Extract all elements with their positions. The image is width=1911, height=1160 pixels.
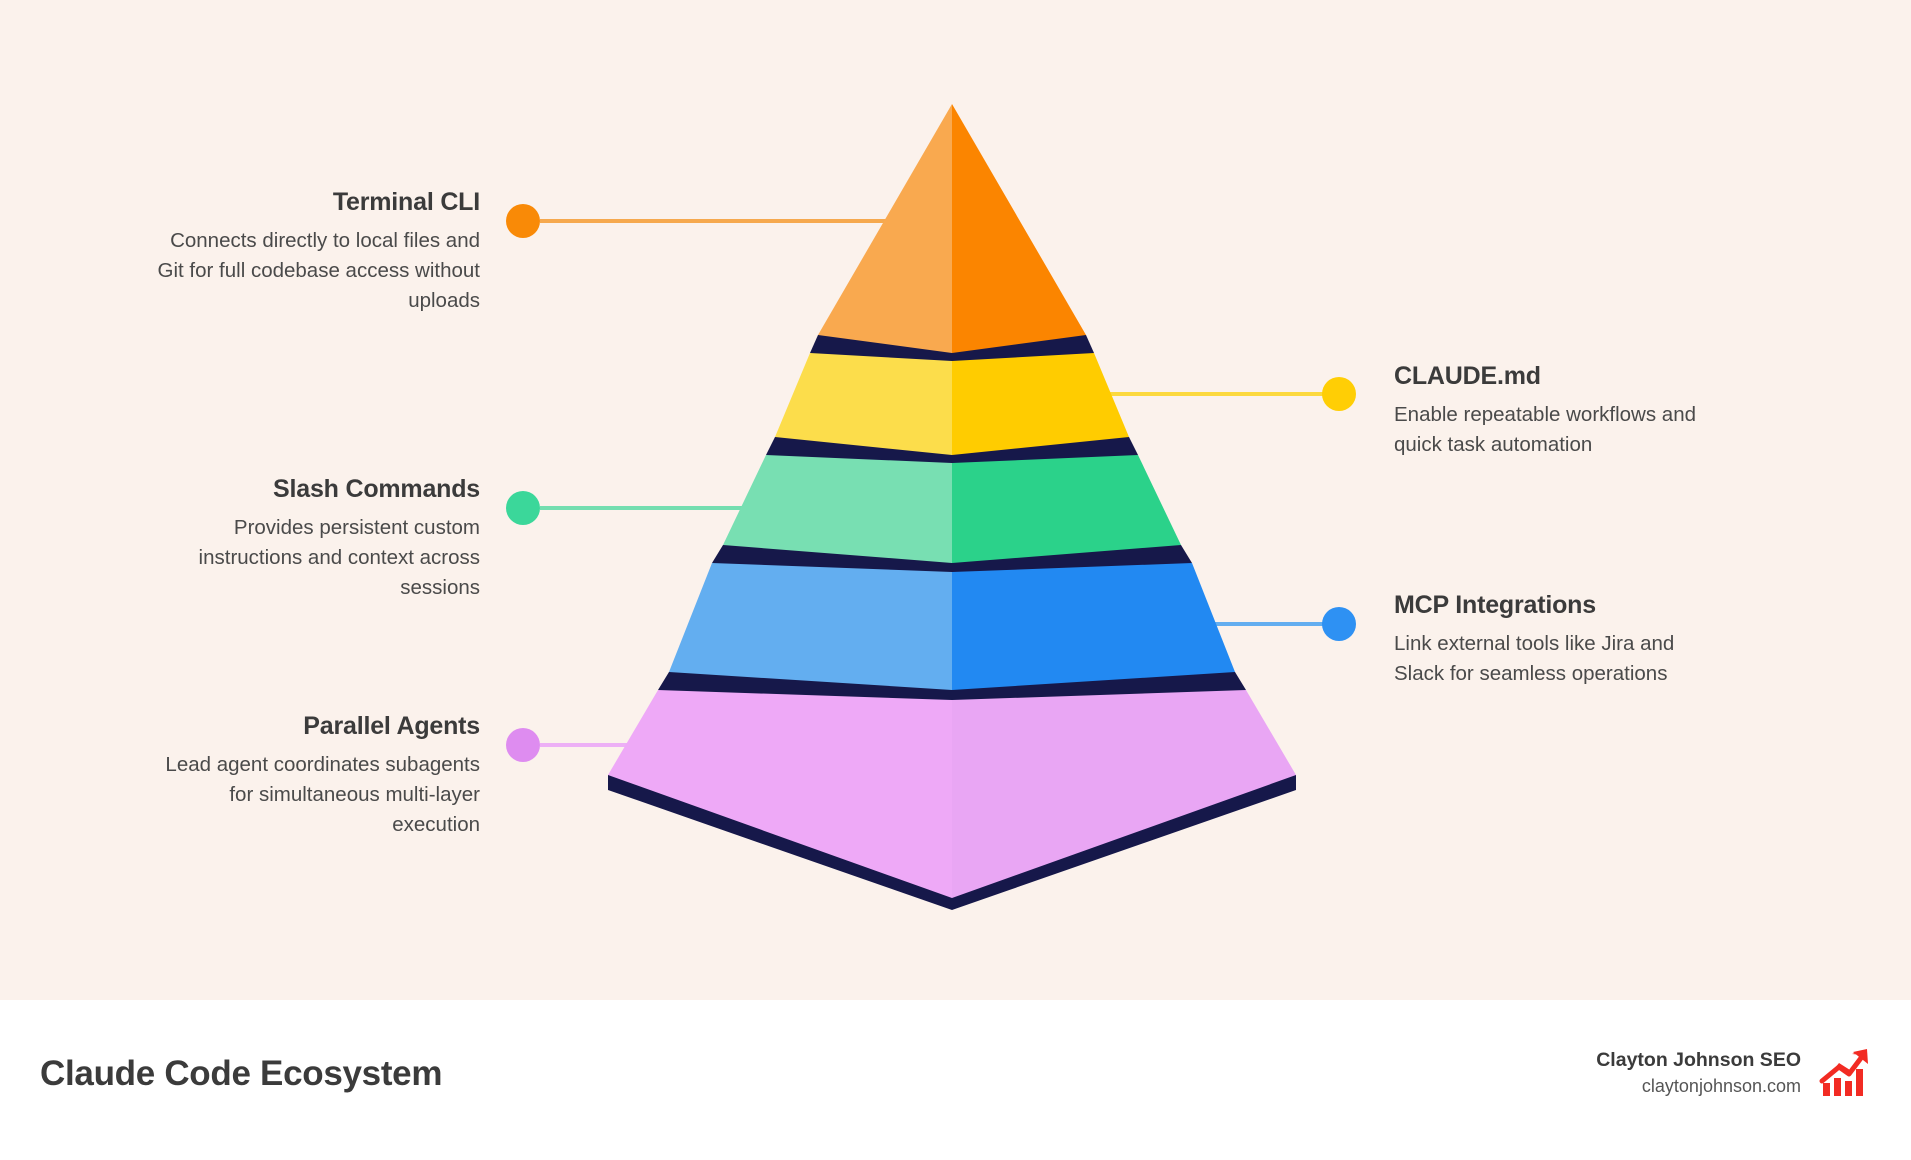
label-desc-mcp-integrations: Link external tools like Jira and Slack … bbox=[1394, 631, 1675, 686]
footer-bar: Claude Code Ecosystem Clayton Johnson SE… bbox=[0, 1000, 1911, 1160]
connector-dot-parallel-agents[interactable] bbox=[506, 728, 540, 762]
label-desc-slash-commands: Provides persistent custom instructions … bbox=[198, 515, 480, 600]
pyramid-layer-1-left-face bbox=[818, 104, 952, 353]
label-title-terminal-cli: Terminal CLI bbox=[332, 188, 480, 216]
label-block-claude-md[interactable]: CLAUDE.md Enable repeatable workflows an… bbox=[1394, 362, 1724, 460]
label-block-mcp-integrations[interactable]: MCP Integrations Link external tools lik… bbox=[1394, 591, 1724, 689]
label-title-claude-md: CLAUDE.md bbox=[1394, 362, 1541, 390]
label-title-mcp-integrations: MCP Integrations bbox=[1394, 591, 1596, 619]
connector-dot-claude-md[interactable] bbox=[1322, 377, 1356, 411]
label-desc-claude-md: Enable repeatable workflows and quick ta… bbox=[1394, 402, 1696, 457]
brand-name: Clayton Johnson SEO bbox=[1596, 1048, 1801, 1071]
brand-block[interactable]: Clayton Johnson SEO claytonjohnson.com bbox=[1596, 1047, 1871, 1099]
label-block-parallel-agents[interactable]: Parallel Agents Lead agent coordinates s… bbox=[150, 712, 480, 841]
pyramid-layer-4-left-face bbox=[669, 563, 952, 690]
label-title-parallel-agents: Parallel Agents bbox=[303, 712, 480, 740]
brand-text: Clayton Johnson SEO claytonjohnson.com bbox=[1596, 1048, 1801, 1099]
pyramid-diagram bbox=[540, 104, 1348, 910]
label-desc-terminal-cli: Connects directly to local files and Git… bbox=[157, 228, 480, 313]
connector-dot-slash-commands[interactable] bbox=[506, 491, 540, 525]
pyramid-layer-2-right-face bbox=[952, 353, 1129, 455]
connector-dot-mcp-integrations[interactable] bbox=[1322, 607, 1356, 641]
label-block-terminal-cli[interactable]: Terminal CLI Connects directly to local … bbox=[150, 188, 481, 317]
label-block-slash-commands[interactable]: Slash Commands Provides persistent custo… bbox=[150, 475, 481, 604]
pyramid-layer-3-right-face bbox=[952, 455, 1181, 563]
pyramid-layer-2-left-face bbox=[775, 353, 952, 455]
label-title-slash-commands: Slash Commands bbox=[273, 475, 480, 503]
pyramid-layer-5-right-face bbox=[952, 690, 1296, 898]
connector-dot-terminal-cli[interactable] bbox=[506, 204, 540, 238]
growth-bar-chart-icon bbox=[1819, 1049, 1868, 1096]
page-title: Claude Code Ecosystem bbox=[40, 1054, 443, 1093]
label-desc-parallel-agents: Lead agent coordinates subagents for sim… bbox=[165, 752, 480, 837]
brand-url: claytonjohnson.com bbox=[1641, 1075, 1801, 1096]
pyramid-layer-1-right-face bbox=[952, 104, 1086, 353]
pyramid-layer-5-left-face bbox=[608, 690, 952, 898]
pyramid-layer-3-left-face bbox=[723, 455, 952, 563]
pyramid-layer-4-right-face bbox=[952, 563, 1235, 690]
pyramid-stage: Terminal CLI Connects directly to local … bbox=[0, 0, 1911, 1000]
